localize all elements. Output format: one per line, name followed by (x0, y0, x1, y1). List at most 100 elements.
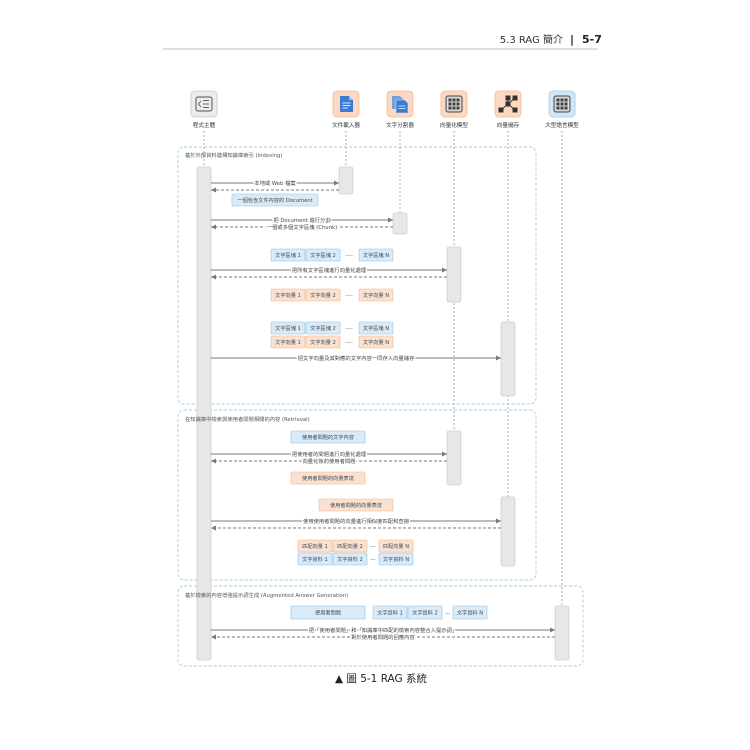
vector-box (305, 335, 341, 349)
chunk-row: 文字區塊 1 文字區塊 2 ---- 文字區塊 N (270, 321, 394, 335)
figure-caption: ▲ 圖 5-1 RAG 系統 (335, 672, 428, 685)
chunk-box-text: 文字區塊 N (363, 324, 389, 332)
return-label: 一個或多個文字區塊 (Chunk) (267, 223, 337, 231)
return-label: 向量化後的使用者問題 (303, 457, 357, 465)
ellipsis-separator: ---- (345, 326, 353, 332)
chunk-box (270, 248, 306, 262)
retrieved-text-box (407, 605, 443, 620)
activation-program (196, 166, 212, 661)
indexing-title: 基於外部資料建構知識庫索引 (Indexing) (185, 151, 282, 159)
matched-text-text: 文字資料 2 (337, 555, 363, 563)
chunk-row: 文字區塊 1 文字區塊 2 ---- 文字區塊 N (270, 248, 394, 262)
chunk-box (270, 321, 306, 335)
question-vector-note (290, 471, 366, 485)
vector-box-text: 文字向量 2 (310, 338, 336, 346)
message-label: 使用使用者問題的向量進行相似度匹配和查詢 (303, 517, 409, 525)
activation-llm (554, 605, 570, 661)
activation-embedding-model (446, 430, 462, 486)
generation-section (177, 585, 584, 667)
header-separator: | (570, 33, 574, 46)
message-label: 本地或 Web 檔案 (254, 179, 296, 187)
retrieval-section (177, 409, 537, 581)
document-note-text: 一個包含文件內容的 Document (237, 196, 312, 204)
participant-text-splitter: 文字分割器 (386, 90, 414, 129)
chunk-box-text: 文字區塊 N (363, 251, 389, 259)
retrieval-title: 在知識庫中檢索與使用者問題相關的內容 (Retrieval) (185, 415, 310, 423)
participant-document-loader: 文件載入器 (332, 90, 360, 129)
question-note-text: 使用者問題 (315, 609, 341, 617)
vector-box (270, 288, 306, 302)
ellipsis-separator: ---- (345, 253, 353, 259)
participant-embedding-model: 向量化模型 (440, 90, 468, 129)
vector-box-text: 文字向量 1 (275, 338, 301, 346)
vector-box (358, 335, 394, 349)
vector-box-text: 文字向量 2 (310, 291, 336, 299)
ellipsis-separator: — (370, 557, 375, 563)
page-number: 5-7 (582, 33, 602, 46)
indexing-section (177, 146, 537, 405)
message-label: 把所有文字區塊進行向量化處理 (292, 266, 367, 274)
question-vector-note-text: 使用者問題的向量表達 (330, 501, 382, 509)
matched-text-text: 文字資料 1 (302, 555, 328, 563)
message-label: 把 Document 進行分割 (273, 216, 330, 224)
retrieved-text-text: 文字資料 N (457, 609, 483, 617)
matched-vector-box (297, 539, 333, 553)
chunk-box (358, 248, 394, 262)
vector-box-text: 文字向量 N (363, 291, 389, 299)
ellipsis-separator: — (370, 544, 375, 550)
retrieved-text-box (372, 605, 408, 620)
participant-llm: 大型語言模型 (545, 90, 579, 129)
chunk-box (305, 248, 341, 262)
vector-box (358, 288, 394, 302)
matched-text-row: 文字資料 1 文字資料 2 — 文字資料 N (297, 552, 414, 566)
page-header: 5.3 RAG 簡介 | 5-7 (163, 33, 602, 50)
vector-box (270, 335, 306, 349)
message-label: 把使用者的問題進行向量化處理 (292, 450, 367, 458)
activation-vector-store (500, 321, 516, 397)
return-label: 對於使用者問題的回應內容 (351, 633, 415, 641)
chunk-box-text: 文字區塊 2 (310, 324, 336, 332)
matched-vector-text: 匹配向量 N (383, 542, 409, 550)
matched-text-text: 文字資料 N (383, 555, 409, 563)
participant-label: 文字分割器 (386, 121, 414, 129)
chunk-box-text: 文字區塊 1 (275, 324, 301, 332)
question-text-note-text: 使用者問題的文字內容 (302, 433, 354, 441)
question-note (290, 605, 366, 620)
matched-vector-row: 匹配向量 1 匹配向量 2 — 匹配向量 N (297, 539, 414, 553)
matched-text-box (378, 552, 414, 566)
participant-label: 向量化模型 (440, 121, 468, 129)
participant-vector-store: 向量儲存 (494, 90, 522, 129)
retrieved-text-row: 文字資料 1 文字資料 2 — 文字資料 N (372, 605, 488, 620)
participant-label: 向量儲存 (497, 121, 520, 129)
matched-vector-text: 匹配向量 1 (302, 542, 328, 550)
participant-label: 大型語言模型 (545, 121, 579, 129)
question-vector-note-text: 使用者問題的向量表達 (302, 474, 354, 482)
vector-row: 文字向量 1 文字向量 2 ---- 文字向量 N (270, 335, 394, 349)
matched-vector-text: 匹配向量 2 (337, 542, 363, 550)
question-vector-note (318, 498, 394, 512)
document-note (231, 193, 319, 207)
participant-label: 文件載入器 (332, 121, 360, 129)
matched-text-box (332, 552, 368, 566)
vector-row: 文字向量 1 文字向量 2 ---- 文字向量 N (270, 288, 394, 302)
message-label: 把文字向量及其對應的文字內容一同存入向量儲存 (298, 354, 415, 362)
activation-vector-store (500, 496, 516, 567)
chunk-box-text: 文字區塊 1 (275, 251, 301, 259)
message-label: 把「使用者問題」和「知識庫中匹配的檢索內容整合入提示詞」 (309, 626, 457, 634)
chunk-box (358, 321, 394, 335)
vector-box-text: 文字向量 N (363, 338, 389, 346)
ellipsis-separator: ---- (345, 293, 353, 299)
section-title: 5.3 RAG 簡介 (500, 33, 563, 46)
ellipsis-separator: ---- (345, 340, 353, 346)
retrieved-text-text: 文字資料 1 (377, 609, 403, 617)
chunk-box (305, 321, 341, 335)
participant-label: 程式主體 (193, 121, 216, 129)
activation-embedding-model (446, 246, 462, 303)
matched-vector-box (332, 539, 368, 553)
question-text-note (290, 430, 366, 444)
retrieved-text-box (452, 605, 488, 620)
chunk-box-text: 文字區塊 2 (310, 251, 336, 259)
vector-box (305, 288, 341, 302)
ellipsis-separator: — (445, 611, 450, 617)
participant-program: 程式主體 (190, 90, 218, 129)
